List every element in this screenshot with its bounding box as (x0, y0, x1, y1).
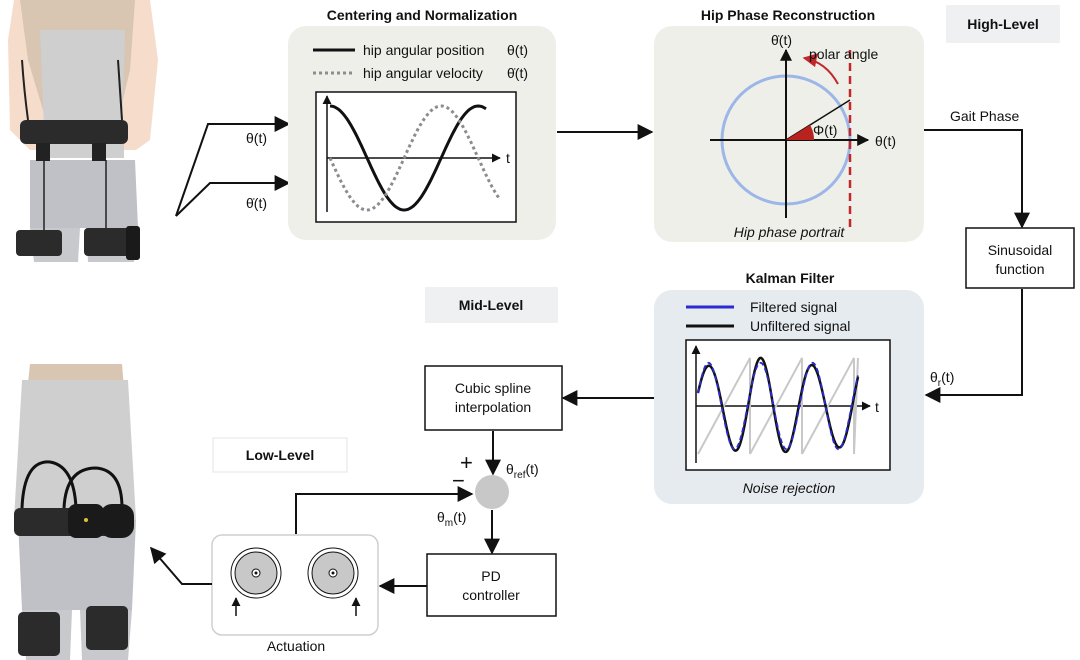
kalman-title: Kalman Filter (746, 270, 835, 286)
high-level-label: High-Level (967, 16, 1039, 32)
kalman-axis-t: t (875, 399, 879, 415)
theta-ref-label: θref(t) (506, 461, 539, 481)
input-split-lines (175, 116, 291, 217)
pd-line1: PD (481, 568, 500, 584)
centering-axis-t: t (506, 150, 510, 166)
kalman-caption: Noise rejection (743, 480, 836, 496)
arrow-sinusoidal-to-kalman (924, 289, 1023, 403)
gait-phase-label: Gait Phase (950, 108, 1019, 124)
hip-phase-caption: Hip phase portrait (734, 224, 846, 240)
sinusoidal-box (965, 227, 1075, 289)
legend-filtered-label: Filtered signal (750, 299, 837, 315)
hip-y-label: θ̇(t) (771, 32, 792, 48)
legend-velocity-label: hip angular velocity (363, 65, 483, 81)
sawtooth-phase-curve (697, 357, 859, 455)
phi-label: Φ(t) (813, 122, 837, 138)
polar-angle-label: polar angle (809, 46, 878, 62)
input-theta-label: θ(t) (246, 130, 267, 146)
legend-position-label: hip angular position (363, 42, 484, 58)
arrow-actuation-to-person (149, 546, 212, 585)
mid-level-badge (425, 287, 558, 323)
theta-m-label: θm(t) (437, 509, 466, 529)
motor-right-icon (307, 547, 361, 616)
phi-wedge (786, 125, 815, 140)
high-level-badge (946, 5, 1060, 43)
low-level-label: Low-Level (246, 447, 314, 463)
pd-box (426, 553, 557, 617)
legend-unfiltered-label: Unfiltered signal (750, 318, 850, 334)
actuation-label: Actuation (267, 638, 325, 654)
centering-plot-area (315, 91, 517, 223)
summing-junction (475, 475, 509, 509)
hip-x-label: θ(t) (875, 133, 896, 149)
thigh-sensor-left (16, 230, 62, 256)
plus-sign: + (460, 450, 473, 475)
hip-phase-panel (654, 26, 924, 242)
legend-position-symbol: θ(t) (507, 42, 528, 58)
polar-arrow-icon (802, 53, 839, 85)
low-level-badge (212, 437, 348, 473)
pd-line2: controller (462, 587, 520, 603)
input-theta-dot-label: θ̇(t) (246, 195, 267, 211)
motor-left-icon (230, 547, 282, 616)
person-back-figure (14, 364, 136, 660)
velocity-curve (328, 104, 502, 212)
minus-sign: − (452, 468, 465, 493)
person-front-figure (8, 0, 158, 262)
arrow-gait-phase (924, 129, 1030, 229)
mid-level-label: Mid-Level (459, 297, 524, 313)
sinusoidal-line2: function (995, 261, 1044, 277)
sinusoidal-line1: Sinusoidal (988, 242, 1053, 258)
spline-line1: Cubic spline (455, 380, 531, 396)
hip-belt (20, 120, 128, 144)
centering-title: Centering and Normalization (327, 7, 518, 23)
legend-velocity-symbol: θ̇(t) (507, 65, 528, 81)
spline-box (424, 365, 563, 431)
filtered-signal-curve (697, 361, 859, 451)
hip-phase-title: Hip Phase Reconstruction (701, 7, 875, 23)
theta-r-label: θr(t) (930, 369, 954, 389)
feedback-line (295, 486, 474, 534)
spline-line2: interpolation (455, 399, 531, 415)
